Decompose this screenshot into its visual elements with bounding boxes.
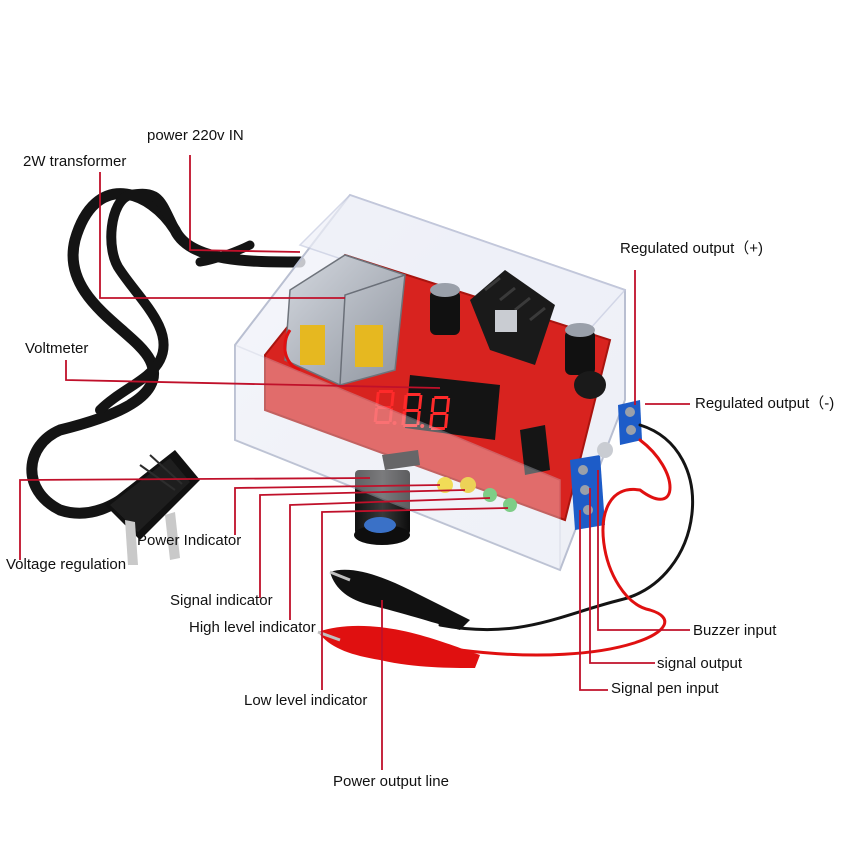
label-power-output-line: Power output line (333, 773, 449, 790)
leader-power-in (189, 155, 301, 253)
power-cord (26, 188, 306, 519)
heatsink-icon (470, 270, 555, 365)
display-segment (373, 408, 379, 422)
display-segment (429, 414, 434, 428)
voltmeter-display (373, 375, 500, 440)
display-segment (432, 412, 447, 415)
display-segment (418, 395, 423, 409)
display-segment (406, 393, 421, 396)
display-segment (377, 406, 392, 409)
display-decimal-point (420, 424, 425, 428)
label-power-indicator: Power Indicator (137, 532, 242, 549)
display-digit (373, 390, 397, 425)
leader-power-indicator (234, 484, 441, 535)
display-segment (444, 414, 449, 428)
label-power-in: power 220v IN (147, 127, 244, 144)
display-segment (445, 398, 451, 412)
red-clip-icon (317, 625, 480, 668)
label-buzzer-input: Buzzer input (693, 622, 777, 639)
display-segment (403, 395, 408, 409)
display-digit (401, 393, 425, 428)
label-regulated-plus: Regulated output（+) (620, 240, 764, 257)
leader-signal-pen (579, 510, 608, 691)
label-signal-indicator: Signal indicator (170, 592, 273, 609)
label-signal-pen-input: Signal pen input (611, 680, 719, 697)
display-decimal-point (392, 421, 397, 425)
leader-voltage-regulation (19, 477, 371, 560)
leader-voltmeter (65, 360, 441, 389)
display-segment (375, 421, 390, 424)
buzzer-icon (574, 371, 606, 399)
terminal-block-top (618, 400, 642, 445)
label-voltmeter: Voltmeter (25, 340, 89, 357)
capacitor-right (565, 323, 595, 375)
display-segment (378, 390, 394, 393)
display-digits (373, 390, 451, 430)
leader-lines (19, 155, 690, 770)
display-segment (434, 396, 449, 399)
plug-icon (105, 450, 200, 565)
display-segment (388, 408, 394, 422)
leader-high-level (289, 497, 491, 620)
display-segment (403, 424, 418, 427)
display-segment (390, 392, 395, 406)
terminal-block-bottom (570, 442, 613, 530)
leader-low-level (321, 507, 509, 690)
display-segment (401, 411, 406, 425)
ic-chip (520, 425, 550, 475)
label-transformer: 2W transformer (23, 153, 127, 170)
output-wires (438, 423, 695, 657)
leader-transformer (99, 172, 345, 299)
display-segment (404, 409, 420, 412)
label-low-level-indicator: Low level indicator (244, 692, 368, 709)
display-digit (429, 396, 451, 430)
label-high-level-indicator: High level indicator (189, 619, 316, 636)
transformer-icon (283, 254, 406, 386)
display-segment (375, 392, 380, 406)
label-regulated-minus: Regulated output（-) (695, 395, 835, 412)
leader-buzzer-input (597, 470, 690, 631)
leader-signal-output (589, 488, 655, 664)
display-segment (430, 398, 436, 412)
black-clip-icon (329, 569, 470, 630)
label-signal-output: signal output (657, 655, 743, 672)
case-front (234, 343, 561, 572)
capacitor-left (430, 283, 460, 335)
label-voltage-regulation: Voltage regulation (6, 556, 127, 573)
display-segment (430, 427, 446, 430)
leader-signal-indicator (259, 489, 466, 598)
display-segment (416, 411, 421, 425)
